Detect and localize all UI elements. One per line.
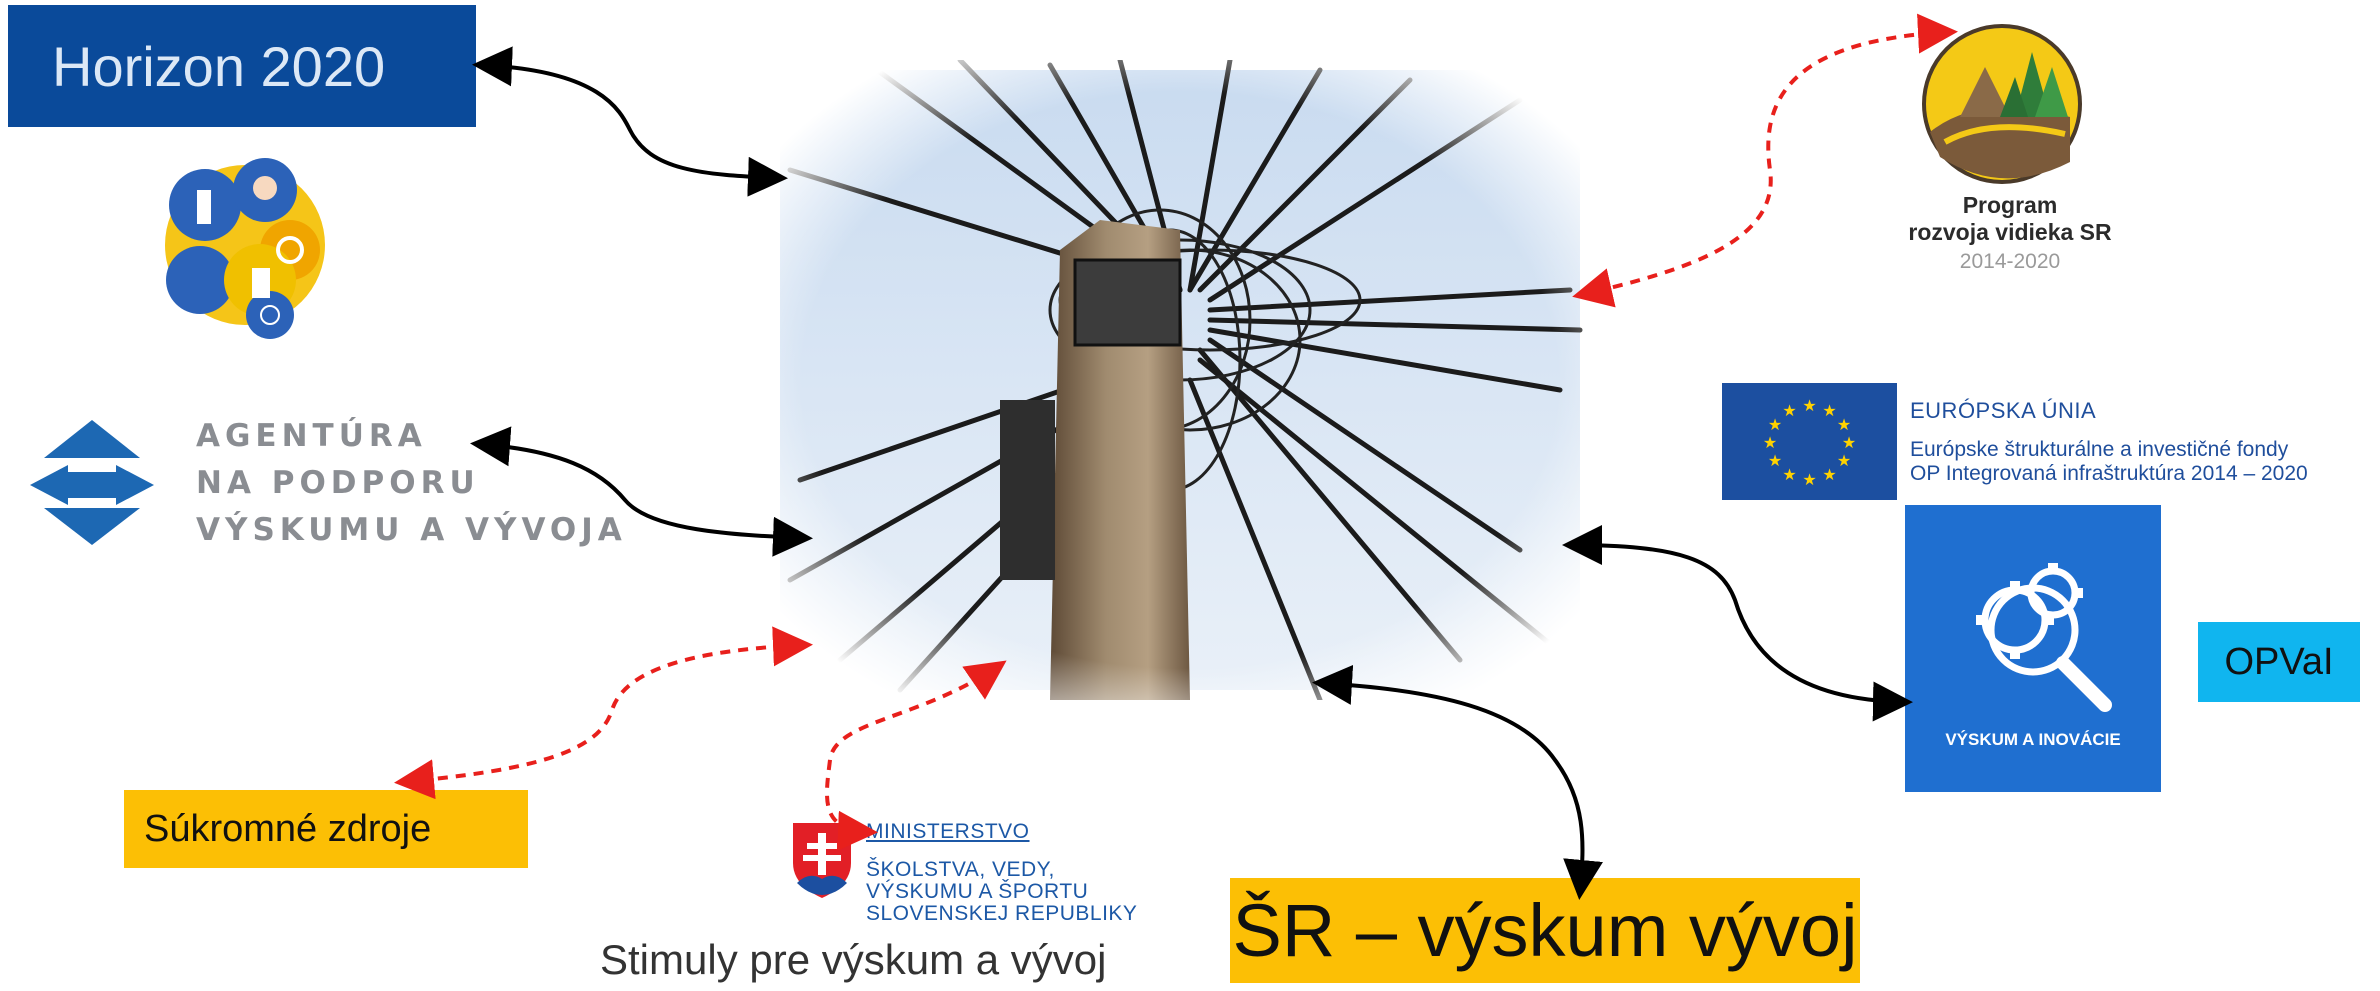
arrow-sukromne bbox=[402, 645, 805, 782]
arrow-apvv bbox=[478, 444, 805, 538]
arrow-sr bbox=[1320, 683, 1582, 892]
arrow-prv bbox=[1580, 32, 1950, 295]
arrow-ministerstvo bbox=[827, 665, 1000, 832]
arrow-vyskum bbox=[1570, 545, 1905, 702]
arrow-horizon bbox=[480, 65, 780, 178]
